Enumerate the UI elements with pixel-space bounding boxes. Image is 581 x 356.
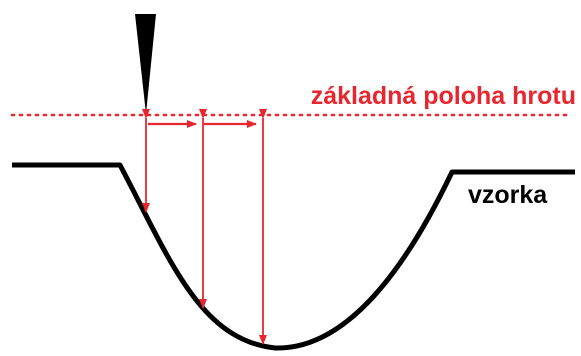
- sample-profile-line: [12, 162, 575, 351]
- baseline-label: základná poloha hrotu: [311, 82, 576, 110]
- stylus-tip-icon: [135, 14, 156, 114]
- sample-label: vzorka: [468, 181, 548, 209]
